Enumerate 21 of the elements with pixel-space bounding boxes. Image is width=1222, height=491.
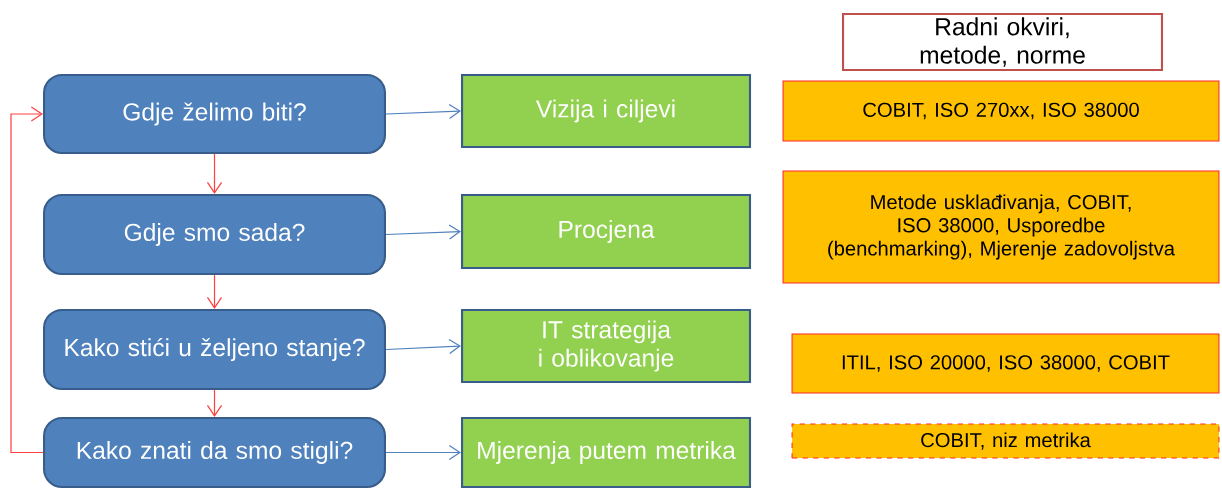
arrow xyxy=(385,224,461,240)
arrow xyxy=(206,389,223,417)
question-box: Gdje želimo biti? xyxy=(43,73,387,155)
arrow xyxy=(206,274,223,309)
heading-box: Radni okviri, metode, norme xyxy=(842,12,1164,72)
arrow xyxy=(10,106,44,454)
outcome-box: Procjena xyxy=(461,193,752,270)
outcome-box: Mjerenja putem metrika xyxy=(461,416,752,489)
outcome-box: Vizija i ciljevi xyxy=(461,73,752,149)
arrow xyxy=(385,338,461,355)
arrow xyxy=(385,103,461,120)
framework-box: ITIL, ISO 20000, ISO 38000, COBIT xyxy=(791,333,1220,394)
arrow xyxy=(206,153,223,194)
outcome-box: IT strategija i oblikovanje xyxy=(461,308,752,384)
question-box: Kako stići u željeno stanje? xyxy=(43,308,387,391)
framework-box: COBIT, ISO 270xx, ISO 38000 xyxy=(782,80,1220,142)
question-box: Gdje smo sada? xyxy=(43,193,387,276)
framework-box: COBIT, niz metrika xyxy=(791,423,1220,459)
arrow xyxy=(385,444,461,461)
framework-box: Metode usklađivanja, COBIT, ISO 38000, Usporedbe (benchmarking), Mjerenje zadovoljstva xyxy=(782,170,1220,284)
question-box: Kako znati da smo stigli? xyxy=(43,416,387,489)
